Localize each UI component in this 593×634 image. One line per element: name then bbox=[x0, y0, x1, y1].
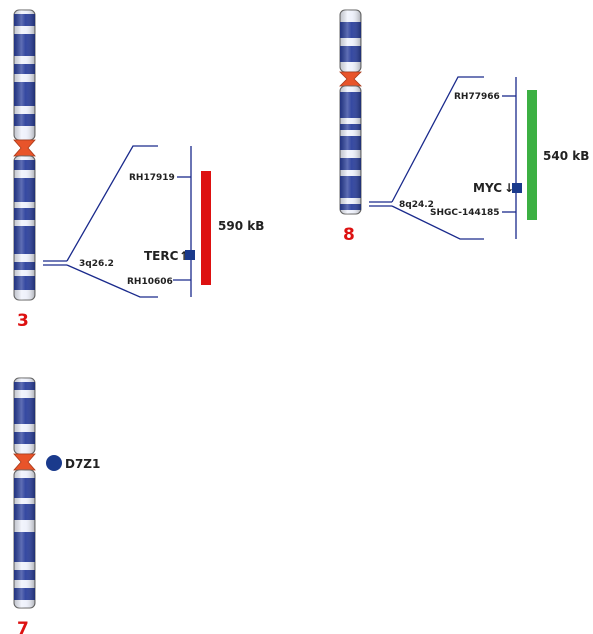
chromosome-8-number: 8 bbox=[343, 225, 355, 245]
terc-probe-square bbox=[185, 250, 195, 260]
chr8-marker-top: RH77966 bbox=[454, 92, 500, 102]
chr8-marker-bottom: SHGC-144185 bbox=[430, 208, 500, 218]
chromosome-7-ideogram bbox=[13, 377, 36, 609]
chr8-gene-label: MYC bbox=[473, 181, 502, 195]
chr8-region-bar bbox=[527, 90, 537, 220]
chromosome-3-ideogram bbox=[13, 9, 36, 301]
chromosome-7-number: 7 bbox=[17, 619, 29, 634]
chr8-size-label: 540 kB bbox=[543, 149, 589, 163]
d7z1-probe-dot bbox=[46, 455, 62, 471]
chr3-gene-label: TERC bbox=[144, 249, 179, 263]
chr7-probe-label: D7Z1 bbox=[65, 457, 100, 471]
myc-probe-square bbox=[512, 183, 522, 193]
chr8-gene-arrow: ↓ bbox=[504, 181, 514, 195]
chr8-band-label: 8q24.2 bbox=[399, 200, 434, 210]
chr3-gene-arrow: ↑ bbox=[179, 249, 189, 263]
chr3-marker-bottom: RH10606 bbox=[127, 277, 173, 287]
chr3-band-label: 3q26.2 bbox=[79, 259, 114, 269]
chr8-zoom-lines bbox=[369, 76, 517, 240]
chr3-marker-top: RH17919 bbox=[129, 173, 175, 183]
chr3-region-bar bbox=[201, 171, 211, 285]
chromosome-3-number: 3 bbox=[17, 311, 29, 331]
chromosome-8-ideogram bbox=[339, 9, 362, 215]
chr3-size-label: 590 kB bbox=[218, 219, 264, 233]
chr3-zoom-lines bbox=[43, 145, 192, 298]
